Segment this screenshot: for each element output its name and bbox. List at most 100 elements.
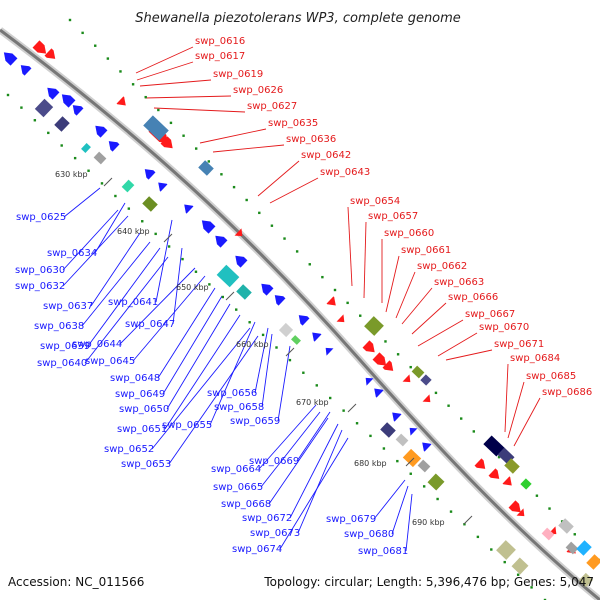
- tick-mark: [463, 515, 473, 525]
- cds-block: [520, 478, 532, 490]
- rev-label-connector: [373, 479, 406, 520]
- fwd-label-connector: [136, 61, 194, 81]
- outer-reverse-dot: [436, 497, 439, 501]
- reverse-gene-label: swp_0634: [47, 248, 97, 259]
- rev-label-connector: [405, 493, 413, 552]
- reverse-gene-label: swp_0640: [37, 358, 87, 369]
- tick-mark: [163, 233, 173, 243]
- forward-gene-label: swp_0627: [247, 101, 297, 112]
- forward-gene-arrow: [326, 296, 336, 306]
- cds-block: [236, 284, 252, 300]
- outer-forward-dot: [106, 57, 110, 60]
- forward-gene-arrow: [382, 360, 394, 371]
- rev-label-connector: [87, 247, 161, 347]
- rev-label-connector: [157, 287, 216, 379]
- reverse-gene-label: swp_0639: [40, 341, 90, 352]
- forward-gene-label: swp_0619: [213, 69, 263, 80]
- fwd-label-connector: [257, 160, 300, 197]
- genome-backbone: [0, 27, 600, 600]
- reverse-gene-arrow: [108, 141, 120, 152]
- outer-forward-dot: [346, 301, 349, 305]
- cds-block: [395, 433, 409, 447]
- reverse-gene-label: swp_0665: [213, 482, 263, 493]
- fwd-label-connector: [212, 144, 285, 153]
- reverse-gene-arrow: [184, 204, 194, 214]
- reverse-gene-arrow: [72, 105, 84, 116]
- outer-reverse-dot: [87, 169, 90, 172]
- rev-label-connector: [254, 327, 269, 394]
- reverse-gene-arrow: [158, 182, 168, 192]
- rev-label-connector: [296, 411, 331, 462]
- outer-forward-dot: [472, 430, 476, 433]
- outer-reverse-dot: [60, 144, 63, 147]
- cds-block: [483, 435, 505, 457]
- fwd-label-connector: [507, 381, 525, 439]
- reverse-gene-arrow: [409, 427, 418, 436]
- rev-label-connector: [162, 295, 223, 395]
- forward-gene-label: swp_0661: [401, 245, 451, 256]
- reverse-gene-label: swp_0645: [85, 356, 135, 367]
- outer-forward-dot: [245, 198, 248, 202]
- map-title: Shewanella piezotolerans WP3, complete g…: [135, 11, 461, 26]
- fwd-label-connector: [411, 302, 447, 335]
- rev-label-connector: [268, 417, 329, 505]
- fwd-label-connector: [199, 128, 267, 144]
- outer-reverse-dot: [302, 371, 305, 374]
- reverse-gene-arrow: [298, 315, 310, 326]
- outer-forward-dot: [359, 314, 362, 317]
- tick-mark: [347, 403, 357, 413]
- reverse-gene-arrow: [365, 377, 374, 386]
- position-tick-label: 690 kbp: [412, 518, 445, 527]
- cds-block: [34, 98, 54, 118]
- forward-gene-arrow: [372, 352, 387, 366]
- outer-reverse-dot: [33, 119, 37, 122]
- outer-reverse-dot: [396, 459, 399, 463]
- outer-reverse-dot: [248, 321, 251, 324]
- forward-gene-arrow: [234, 228, 243, 237]
- reverse-gene-label: swp_0630: [15, 265, 65, 276]
- outer-forward-dot: [497, 455, 501, 459]
- outer-reverse-dot: [235, 308, 238, 311]
- outer-reverse-dot: [503, 560, 506, 564]
- forward-gene-label: swp_0636: [286, 134, 336, 145]
- rev-label-connector: [166, 303, 231, 410]
- forward-gene-arrow: [116, 96, 126, 106]
- fwd-label-connector: [363, 221, 367, 299]
- rev-label-connector: [90, 232, 141, 307]
- outer-reverse-dot: [476, 535, 480, 539]
- cds-block: [576, 540, 592, 556]
- rev-label-connector: [62, 209, 119, 271]
- reverse-gene-arrow: [61, 94, 76, 108]
- reverse-gene-arrow: [325, 347, 334, 356]
- reverse-gene-arrow: [274, 295, 286, 306]
- outer-reverse-dot: [543, 598, 547, 600]
- tick-mark: [103, 177, 113, 187]
- reverse-gene-arrow: [144, 169, 156, 180]
- outer-reverse-dot: [530, 586, 533, 589]
- cds-block: [427, 473, 445, 491]
- reverse-gene-label: swp_0681: [358, 546, 408, 557]
- reverse-gene-label: swp_0656: [207, 388, 257, 399]
- fwd-label-connector: [347, 206, 353, 287]
- outer-reverse-dot: [329, 396, 332, 400]
- outer-forward-dot: [94, 44, 97, 47]
- rev-label-connector: [63, 187, 101, 218]
- cds-block: [578, 572, 594, 588]
- outer-reverse-dot: [382, 447, 386, 450]
- reverse-gene-label: swp_0658: [214, 402, 264, 413]
- cds-blocks: [34, 98, 600, 588]
- forward-gene-label: swp_0616: [195, 36, 245, 47]
- reverse-gene-arrow: [422, 442, 432, 452]
- reverse-gene-arrow: [374, 388, 384, 398]
- outer-forward-dot: [396, 353, 400, 356]
- rev-label-connector: [258, 404, 317, 470]
- tick-mark: [405, 457, 415, 467]
- cds-block: [291, 335, 301, 345]
- outer-reverse-dot: [516, 573, 520, 576]
- rev-label-connector: [289, 423, 339, 519]
- outer-forward-dot: [308, 263, 311, 266]
- outer-reverse-dot: [208, 283, 211, 286]
- fwd-label-connector: [269, 177, 319, 204]
- reverse-gene-label: swp_0668: [221, 499, 271, 510]
